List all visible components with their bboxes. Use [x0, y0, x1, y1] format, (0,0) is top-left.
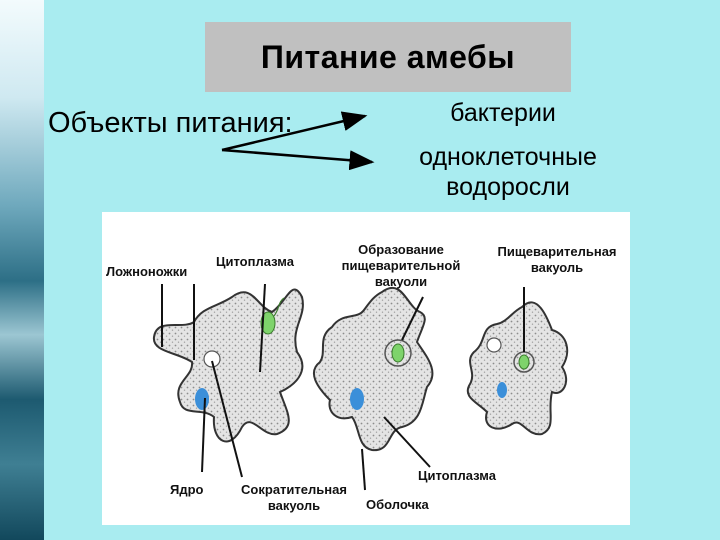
- pointer-contractile-vacuole: [211, 360, 243, 478]
- nucleus-2: [350, 388, 364, 410]
- alga-1: [260, 311, 276, 335]
- label-contractile-vacuole: Сократительная вакуоль: [241, 482, 347, 513]
- label-pseudopods: Ложноножки: [106, 264, 188, 279]
- food-objects-label: Объекты питания:: [48, 107, 293, 139]
- amoeba-1: [152, 288, 304, 443]
- amoeba-diagram: [152, 283, 569, 491]
- label-cytoplasm-bottom: Цитоплазма: [418, 468, 496, 483]
- nucleus-1: [195, 388, 209, 410]
- contractile-vacuole-1: [203, 350, 221, 368]
- flagellum-1: [273, 297, 285, 317]
- food-item-bacteria: бактерии: [450, 99, 556, 127]
- arrow-to-algae: [221, 148, 375, 171]
- pointer-formation: [401, 296, 424, 341]
- amoeba-3: [466, 301, 569, 436]
- decorative-side-image: [0, 0, 44, 540]
- amoeba-2: [313, 286, 434, 452]
- label-formation: Образование пищеварительной вакуоли: [341, 242, 461, 289]
- label-membrane: Оболочка: [366, 497, 429, 512]
- forming-vacuole-ring: [384, 339, 412, 367]
- amoeba-diagram-panel: Ложноножки Цитоплазма Образование пищева…: [102, 212, 630, 525]
- contractile-vacuole-3: [486, 337, 502, 353]
- pointer-cytoplasm-bottom: [383, 416, 431, 468]
- alga-2: [391, 343, 405, 363]
- label-nucleus: Ядро: [170, 482, 204, 497]
- food-item-algae: одноклеточные водоросли: [419, 143, 597, 201]
- nucleus-3: [497, 382, 507, 398]
- label-cytoplasm-top: Цитоплазма: [216, 254, 294, 269]
- pointer-membrane: [361, 448, 366, 491]
- pointer-nucleus: [201, 397, 206, 473]
- alga-3: [518, 354, 530, 370]
- pointer-cytoplasm-top: [259, 283, 266, 373]
- page-title: Питание амебы: [260, 38, 516, 75]
- label-digestive-vacuole: Пищеварительная вакуоль: [497, 244, 617, 275]
- title-box: Питание амебы: [205, 22, 571, 92]
